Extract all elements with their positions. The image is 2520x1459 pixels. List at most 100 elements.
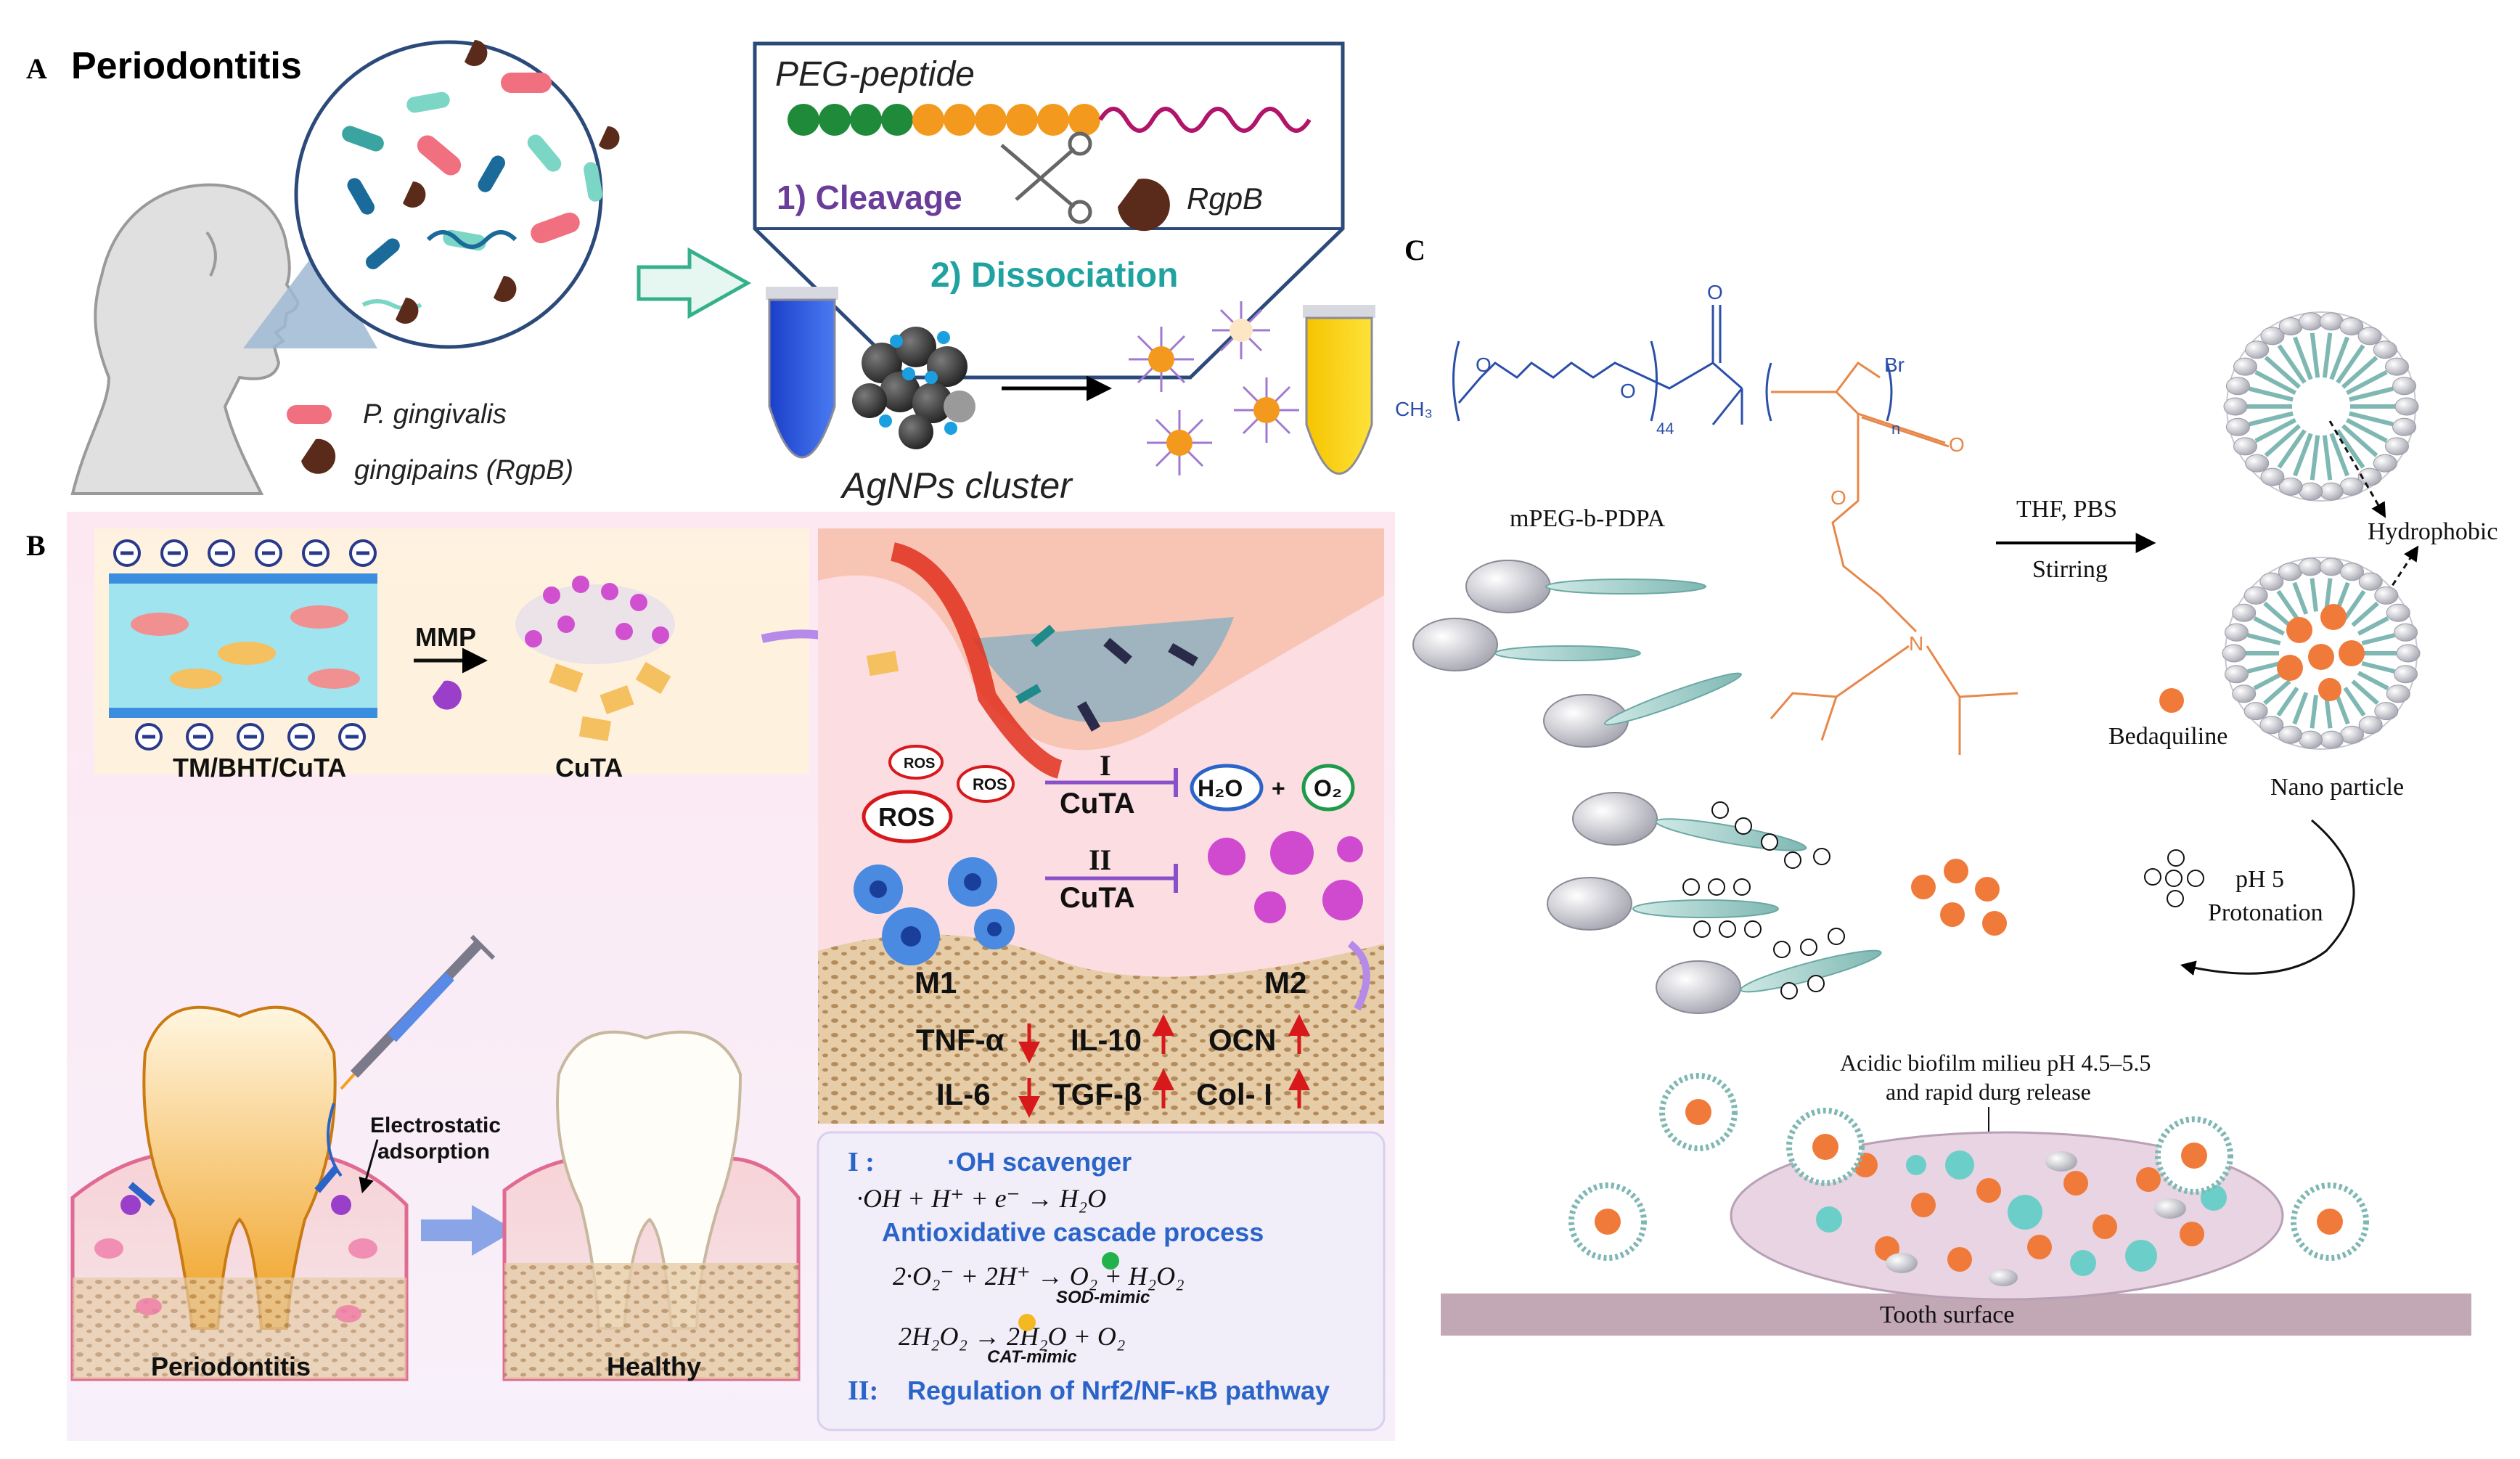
micelle-tail bbox=[2357, 671, 2389, 690]
adsorption-label: adsorption bbox=[377, 1140, 490, 1164]
micelle-tail bbox=[2333, 692, 2350, 725]
legend-rgpb-icon bbox=[301, 438, 336, 474]
micelle-head bbox=[2373, 454, 2397, 473]
scissors-icon bbox=[1000, 131, 1092, 224]
cuta-inhibitor-2: CuTA bbox=[1060, 882, 1135, 914]
membrane-label: TM/BHT/CuTA bbox=[173, 753, 346, 782]
micelle-tail bbox=[2322, 332, 2333, 378]
micelle-head bbox=[2319, 730, 2344, 749]
micelle-head bbox=[2339, 317, 2364, 336]
healthy-tooth-label: Healthy bbox=[607, 1352, 701, 1381]
head-silhouette bbox=[70, 183, 300, 495]
micelle-head bbox=[2392, 417, 2417, 436]
m2-label: M2 bbox=[1264, 965, 1306, 1000]
heal-arrow bbox=[421, 1205, 515, 1256]
micelle-tail bbox=[2351, 679, 2379, 706]
hydrophobic-label: Hydrophobic bbox=[2368, 518, 2498, 545]
micelle-head bbox=[2357, 467, 2382, 486]
micelle-head bbox=[2386, 684, 2410, 703]
micelle-tail bbox=[2277, 344, 2307, 384]
protonation-cycle-arrow bbox=[2180, 819, 2355, 976]
micelle-tail bbox=[2361, 633, 2395, 646]
n-repeat-label: n bbox=[1891, 420, 1900, 438]
micelle-tail bbox=[2277, 429, 2307, 469]
panel-c-letter: C bbox=[1404, 234, 1425, 266]
eq2: 2·O₂⁻ + 2H⁺ → O₂ + H₂O₂ bbox=[893, 1262, 1185, 1291]
ocn-label: OCN bbox=[1208, 1023, 1276, 1057]
drifting-micelles bbox=[1568, 1073, 2369, 1261]
tnf-label: TNF-α bbox=[916, 1023, 1005, 1057]
micelle-head bbox=[2299, 730, 2323, 749]
eq3: 2H₂O₂ → 2H₂O + O₂ bbox=[899, 1322, 1125, 1351]
micelle-head bbox=[2394, 665, 2418, 684]
step-i-marker: I bbox=[1100, 749, 1111, 782]
micelle-head bbox=[2394, 397, 2419, 416]
cleavage-label: 1) Cleavage bbox=[777, 179, 962, 216]
ch3-label: CH₃ bbox=[1395, 398, 1433, 420]
syringe-icon bbox=[340, 934, 496, 1090]
micelle-tail bbox=[2254, 417, 2296, 444]
cuta-release-label: CuTA bbox=[555, 753, 623, 782]
micelle-head bbox=[2232, 684, 2257, 703]
micelle-head bbox=[2299, 557, 2323, 576]
bacteria-zoom-circle bbox=[294, 40, 603, 349]
peg-peptide-title: PEG-peptide bbox=[775, 55, 975, 94]
micelle-head bbox=[2339, 477, 2364, 496]
box-ii-title: Regulation of Nrf2/NF-κB pathway bbox=[907, 1376, 1330, 1405]
micelle-tail bbox=[2341, 424, 2378, 457]
micelle-head bbox=[2373, 340, 2397, 359]
green-process-arrow bbox=[637, 247, 752, 319]
healthy-tooth bbox=[502, 1030, 801, 1381]
mmp-label: MMP bbox=[415, 622, 476, 652]
micelle-head bbox=[2222, 644, 2246, 663]
micelle-head bbox=[2384, 437, 2409, 456]
m2-macrophages bbox=[1208, 831, 1363, 923]
negative-charges bbox=[113, 539, 377, 751]
micelle-head bbox=[2396, 644, 2421, 663]
zoom-cone bbox=[243, 247, 377, 348]
solvent-label: THF, PBS bbox=[2016, 496, 2117, 523]
micelle-head bbox=[2358, 572, 2383, 591]
micelle-head bbox=[2299, 312, 2323, 331]
polymer-name: mPEG-b-PDPA bbox=[1510, 505, 1666, 532]
micelle-tail bbox=[2293, 336, 2313, 380]
blue-tube bbox=[766, 287, 838, 459]
micelle-tail bbox=[2346, 417, 2388, 444]
peg-chain bbox=[1098, 107, 1312, 133]
peg-o-label: O bbox=[1476, 353, 1492, 376]
rgpb-label: RgpB bbox=[1187, 181, 1263, 216]
micelle-tail bbox=[2263, 601, 2291, 627]
micelle-head bbox=[2260, 467, 2285, 486]
bacteria-cluster bbox=[342, 40, 620, 324]
panel-c: C CH₃ O O O 44 n Br bbox=[1395, 234, 2498, 1336]
n44-label: 44 bbox=[1656, 420, 1674, 438]
protonation-label: Protonation bbox=[2208, 899, 2323, 926]
br-label: Br bbox=[1884, 353, 1905, 376]
gum-tissue-panel bbox=[818, 528, 1384, 1124]
box-ii-label: II: bbox=[848, 1376, 878, 1406]
micelle-tail bbox=[2276, 589, 2299, 620]
protonated-unimers bbox=[1547, 792, 1882, 1014]
micelle-tail bbox=[2357, 616, 2389, 636]
micelle-head bbox=[2357, 327, 2382, 346]
panel-b: B TM/BHT/CuTA MMP bbox=[26, 512, 1395, 1441]
tooth-surface-bar bbox=[1441, 1294, 2471, 1336]
box-i-title: ·OH scavenger bbox=[947, 1147, 1132, 1177]
micelle-tail bbox=[2346, 369, 2388, 396]
micelle-head bbox=[2260, 327, 2285, 346]
micelle-tail bbox=[2263, 679, 2291, 706]
micelle-tail bbox=[2341, 356, 2378, 389]
ros-small-2: ROS bbox=[973, 775, 1007, 793]
micelle-drug-core bbox=[2277, 604, 2365, 701]
tooth-surface-label: Tooth surface bbox=[1880, 1301, 2015, 1328]
m1-label: M1 bbox=[915, 965, 957, 1000]
ros-large: ROS bbox=[878, 802, 935, 832]
legend-pg-label: P. gingivalis bbox=[363, 399, 507, 430]
carbonyl-o-label: O bbox=[1707, 281, 1723, 303]
micelle-head bbox=[2243, 586, 2268, 605]
micelle-tail bbox=[2247, 661, 2281, 674]
micelle-head bbox=[2245, 454, 2270, 473]
micelle-tail bbox=[2329, 336, 2349, 380]
micelle-tail bbox=[2351, 601, 2379, 627]
micelle-head bbox=[2224, 665, 2249, 684]
